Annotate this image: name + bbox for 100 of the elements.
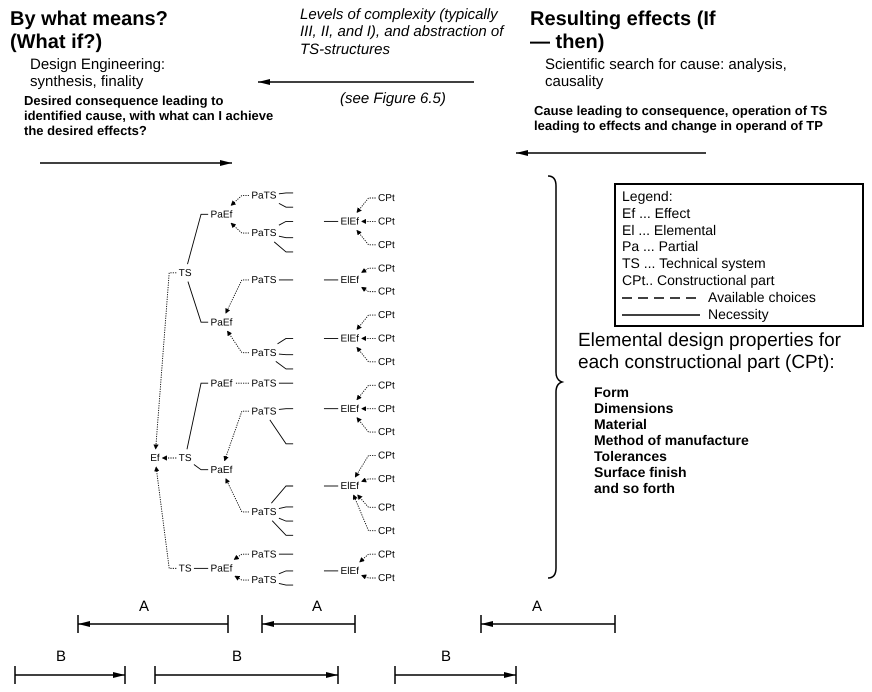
- node-text: PaEf: [210, 464, 232, 476]
- arrow: [153, 272, 177, 450]
- node-text: Ef: [150, 452, 160, 464]
- arrow: [230, 195, 250, 206]
- connector: [278, 518, 294, 522]
- connector: [274, 241, 294, 252]
- node-text: PaTS: [251, 227, 277, 239]
- arrow: [361, 336, 376, 342]
- arrow: [352, 494, 376, 532]
- dimension-label: A: [312, 598, 322, 616]
- note: Design Engineering: synthesis, finality: [30, 56, 166, 90]
- node-text: PaEf: [210, 562, 232, 574]
- node-text: PaTS: [251, 548, 277, 560]
- legend-text: TS ... Technical system: [622, 255, 766, 272]
- arrow: [356, 384, 376, 400]
- connector: [269, 419, 294, 444]
- list-item: Surface finish: [594, 464, 688, 480]
- connector: [187, 214, 209, 265]
- arrow: [230, 222, 250, 234]
- arrow: [361, 268, 376, 273]
- connector: [278, 220, 294, 226]
- dimension-label: A: [139, 598, 150, 616]
- node-text: PaTS: [251, 274, 277, 286]
- arrow: [354, 455, 376, 478]
- node-text: CPt: [378, 309, 395, 321]
- legend-text: Pa ... Partial: [622, 238, 698, 254]
- heading: By what means? (What if?): [10, 8, 169, 54]
- arrow: [234, 576, 250, 581]
- connector: [278, 279, 294, 280]
- dimension-label: B: [56, 648, 66, 666]
- node-text: ElEf: [340, 216, 360, 227]
- connector: [270, 486, 294, 504]
- note: Scientific search for cause: analysis, causality: [545, 56, 788, 90]
- dimension-label: B: [441, 648, 452, 666]
- node-text: CPt: [378, 356, 395, 368]
- connector: [272, 520, 294, 536]
- connector: [324, 279, 339, 280]
- node-text: PaTS: [251, 506, 277, 518]
- node-text: PaTS: [251, 346, 277, 358]
- connector: [188, 281, 209, 323]
- note: Levels of complexity (typically III, II, and I), and abstraction of TS-structures: [300, 6, 506, 58]
- arrow: [361, 218, 376, 224]
- list-item: Material: [594, 416, 648, 432]
- heading: Resulting effects (If — then): [530, 8, 717, 54]
- arrow: [162, 455, 177, 461]
- legend-text: Ef ... Effect: [622, 204, 690, 221]
- node-text: PaTS: [251, 190, 277, 201]
- list-item: Dimensions: [594, 400, 674, 416]
- node-text: CPt: [378, 426, 395, 438]
- node-text: CPt: [378, 473, 395, 484]
- arrow: [361, 286, 376, 292]
- node-text: TS: [178, 267, 192, 278]
- connector: [324, 408, 339, 410]
- node-text: CPt: [378, 332, 395, 344]
- arrow: [356, 314, 376, 330]
- node-text: CPt: [378, 192, 395, 204]
- arrow: [154, 466, 177, 569]
- connector: [194, 464, 209, 470]
- legend-title: Legend:: [622, 188, 674, 205]
- arrow: [225, 279, 250, 314]
- node-text: ElEf: [340, 332, 360, 344]
- arrow: [227, 330, 250, 354]
- arrow: [225, 478, 250, 512]
- node-text: CPt: [378, 379, 395, 391]
- list-item: Tolerances: [594, 448, 668, 464]
- node-text: CPt: [378, 286, 395, 298]
- connector: [324, 220, 339, 222]
- connector: [278, 192, 294, 194]
- connector: [278, 202, 294, 208]
- note: Elemental design properties for each constructional part (CPt):: [578, 330, 842, 374]
- node-text: PaEf: [210, 208, 232, 220]
- list-item: Form: [594, 384, 630, 400]
- node-text: TS: [178, 562, 192, 574]
- arrow: [224, 410, 250, 462]
- connector: [275, 360, 294, 370]
- connector: [234, 382, 250, 384]
- dimension-label: A: [532, 598, 542, 616]
- node-text: ElEf: [340, 565, 360, 576]
- legend-text: Necessity: [708, 306, 769, 322]
- arrow: [357, 494, 376, 508]
- arrow: [356, 198, 376, 213]
- node-text: CPt: [378, 502, 395, 513]
- node-text: CPt: [378, 402, 395, 414]
- connector: [278, 570, 294, 574]
- node-text: CPt: [378, 548, 395, 560]
- connector: [324, 338, 339, 339]
- node-text: PaTS: [251, 405, 277, 417]
- connector: [278, 583, 294, 586]
- connector: [277, 338, 294, 344]
- list-item: Method of manufacture: [594, 432, 750, 448]
- arrow: [234, 554, 250, 560]
- arrow: [356, 417, 376, 433]
- legend-text: CPt.. Constructional part: [622, 272, 775, 288]
- node-text: TS: [178, 452, 192, 464]
- node-text: PaEf: [210, 377, 232, 389]
- connector: [186, 382, 209, 450]
- node-text: ElEf: [340, 402, 360, 414]
- connector: [194, 568, 209, 569]
- arrow: [361, 406, 376, 412]
- arrow: [356, 346, 376, 362]
